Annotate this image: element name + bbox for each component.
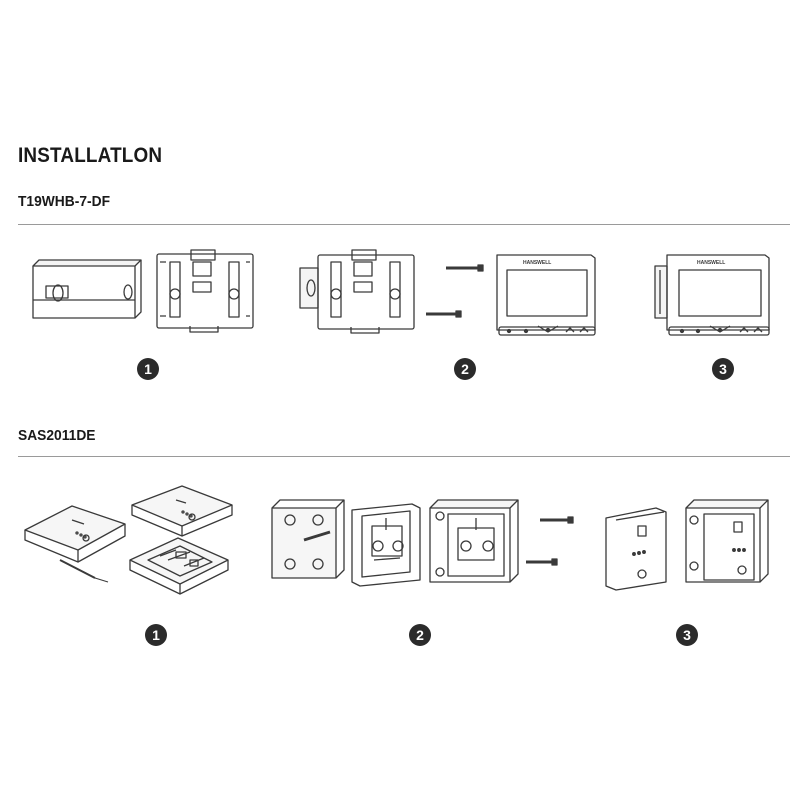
screw-illustration-2 xyxy=(526,516,574,566)
section-2-step-2-badge: 2 xyxy=(409,624,431,646)
closed-unit-illustration xyxy=(24,505,126,583)
back-box-illustration xyxy=(32,259,142,319)
page-title: INSTALLATLON xyxy=(18,144,163,167)
section-2-divider xyxy=(18,456,790,457)
square-plate-illustration xyxy=(351,503,421,587)
combined-box-plate-illustration xyxy=(429,499,519,583)
square-back-box-illustration xyxy=(271,499,345,579)
section-1-divider xyxy=(18,224,790,225)
opened-lid-illustration xyxy=(131,485,233,537)
mounted-thermostat-illustration xyxy=(654,254,770,336)
screw-illustration xyxy=(426,264,484,318)
opened-base-illustration xyxy=(129,537,229,595)
section-2-model: SAS2011DE xyxy=(18,427,96,444)
section-1-step-1-badge: 1 xyxy=(137,358,159,380)
assembled-unit-illustration xyxy=(685,499,769,583)
front-cover-illustration xyxy=(605,507,667,591)
section-2-step-3-badge: 3 xyxy=(676,624,698,646)
section-1-step-2-badge: 2 xyxy=(454,358,476,380)
section-1-step-3-badge: 3 xyxy=(712,358,734,380)
section-2-step-1-badge: 1 xyxy=(145,624,167,646)
svg-text:HANSWELL: HANSWELL xyxy=(523,260,551,266)
section-1-model: T19WHB-7-DF xyxy=(18,193,110,210)
mounting-plate-illustration xyxy=(156,249,254,333)
svg-text:HANSWELL: HANSWELL xyxy=(697,260,725,266)
thermostat-front-illustration xyxy=(496,254,596,336)
plate-on-box-illustration xyxy=(299,249,415,334)
